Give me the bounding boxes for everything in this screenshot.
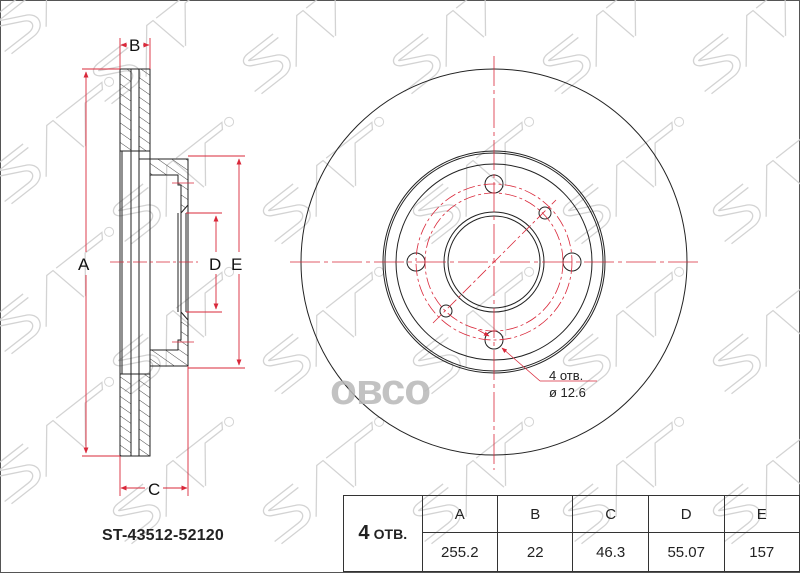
value-c: 46.3: [572, 532, 649, 572]
holes-count-cell: 4 ОТВ.: [343, 495, 423, 572]
header-d: D: [647, 494, 725, 534]
dim-label-a: A: [78, 255, 90, 274]
front-view-centerlines: [290, 56, 700, 470]
dim-label-d: D: [209, 255, 222, 274]
bolt-hole-count-note: 4 отв.: [549, 368, 584, 383]
bolt-hole-diameter-note: ø 12.6: [549, 385, 586, 400]
dim-label-e: E: [231, 255, 243, 274]
dim-label-c: C: [148, 480, 161, 499]
site-watermark: овсо: [330, 365, 431, 414]
locating-hole-lower: [439, 304, 453, 318]
side-view-section: [119, 68, 189, 457]
spec-table-value-row: 255.2 22 46.3 55.07 157: [344, 532, 800, 572]
spec-table: 4 ОТВ. A B C D E 255.2 22 46.3 55.07 157: [343, 494, 800, 572]
holes-count: 4: [358, 522, 370, 544]
value-e: 157: [723, 532, 800, 572]
header-b: B: [497, 494, 574, 534]
value-d: 55.07: [647, 532, 725, 572]
spec-table-header-row: 4 ОТВ. A B C D E: [343, 494, 800, 572]
value-a: 255.2: [421, 532, 499, 572]
locating-hole-upper: [538, 206, 552, 220]
dimension-lines: [82, 38, 245, 496]
side-view-centerlines: [110, 182, 198, 343]
value-b: 22: [497, 532, 574, 572]
holes-unit: ОТВ.: [373, 526, 408, 542]
part-number: ST-43512-52120: [102, 527, 225, 544]
header-e: E: [723, 494, 800, 534]
header-c: C: [572, 494, 649, 534]
header-a: A: [421, 494, 499, 534]
dim-label-b: B: [129, 36, 141, 55]
